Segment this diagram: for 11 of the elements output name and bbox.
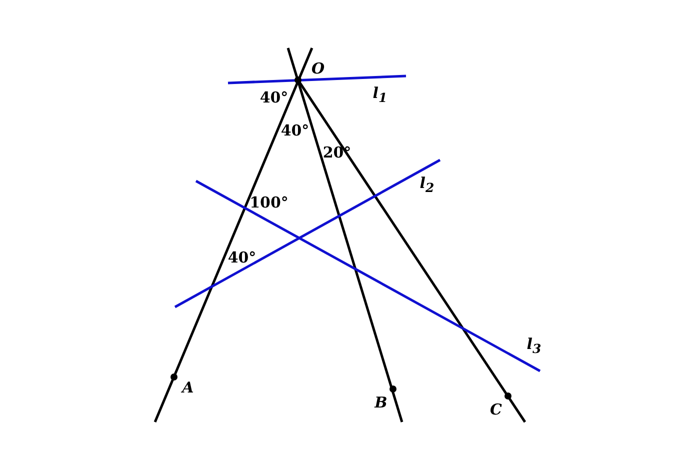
- point-label: A: [182, 380, 194, 396]
- point-label: O: [311, 62, 325, 76]
- point-label: C: [490, 402, 502, 418]
- line-label: l$_{3}$: [526, 336, 542, 356]
- point-label: B: [374, 396, 388, 410]
- angle-label: 100°: [250, 196, 288, 210]
- angle-label: 40°: [228, 250, 256, 266]
- line-label: l$_{2}$: [420, 176, 434, 194]
- angle-label: 40°: [260, 90, 288, 106]
- line-label: l$_{1}$: [372, 86, 388, 104]
- angle-label: 40°: [280, 124, 310, 138]
